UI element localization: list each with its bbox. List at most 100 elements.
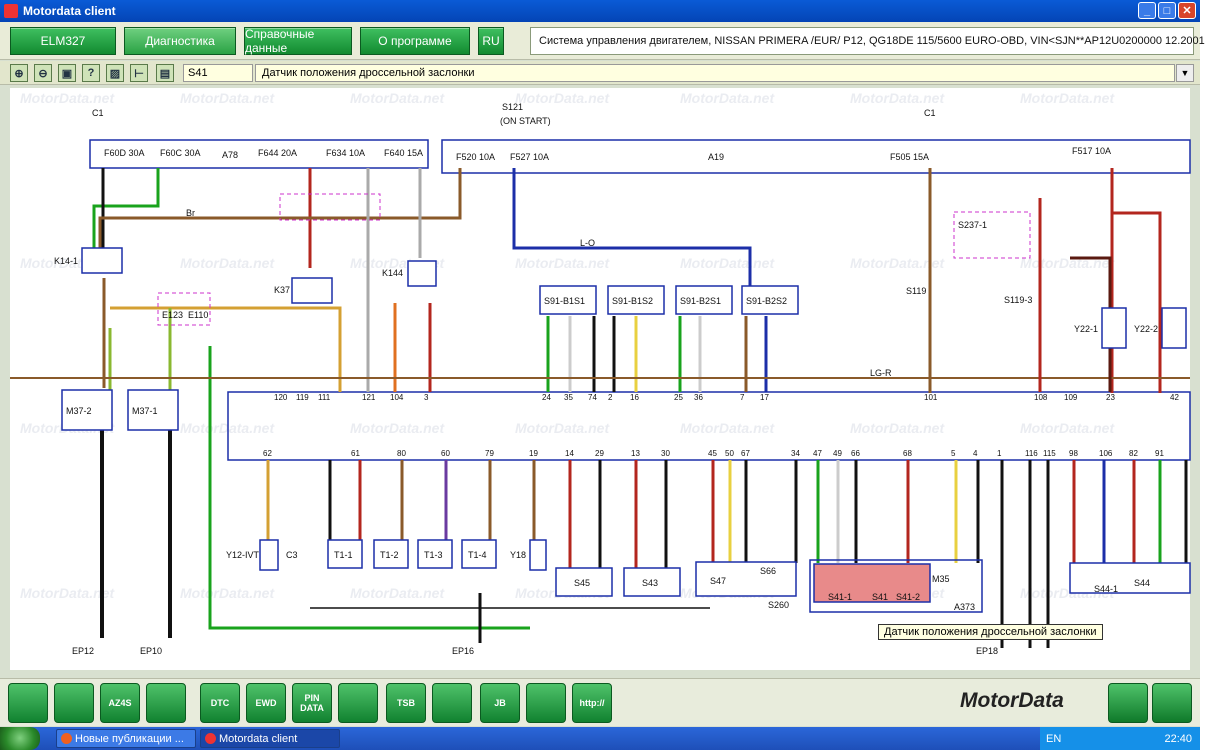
t1-2-box[interactable] [373, 539, 409, 569]
book-icon[interactable] [1152, 683, 1192, 723]
s260-box[interactable] [695, 561, 797, 597]
ecu-pin-top: 7 [740, 393, 745, 402]
ecu-pin-bottom: 4 [973, 449, 978, 458]
diagram-label-f640: F640 15A [384, 148, 423, 158]
pin-data-icon[interactable]: PIN DATA [292, 683, 332, 723]
ecu-pin-top: 104 [390, 393, 404, 402]
maximize-button[interactable]: □ [1158, 2, 1176, 19]
diagram-label-m37-2: M37-2 [66, 406, 92, 416]
k37-box[interactable] [291, 277, 333, 304]
taskbar-item-browser[interactable]: Новые публикации ... [56, 729, 196, 748]
ecu-pin-top: 2 [608, 393, 613, 402]
diagram-label-lgr: LG-R [870, 368, 892, 378]
taskbar-item-motordata[interactable]: Motordata client [200, 729, 340, 748]
watermark-text: MotorData.net [1020, 90, 1115, 106]
watermark-text: MotorData.net [850, 255, 945, 271]
diagram-label-f520: F520 10A [456, 152, 495, 162]
ecu-pin-top: 108 [1034, 393, 1048, 402]
diagnostics-button[interactable]: Диагностика [124, 27, 236, 55]
about-button[interactable]: О программе [360, 27, 470, 55]
diagram-label-f644: F644 20A [258, 148, 297, 158]
diagram-label-c1-right: C1 [924, 108, 936, 118]
y18-box[interactable] [529, 539, 547, 571]
manual-icon[interactable]: AZ4S [100, 683, 140, 723]
fit-icon[interactable]: ▣ [58, 64, 76, 82]
s91-b2s1-box[interactable] [675, 285, 733, 315]
component-name-field[interactable]: Датчик положения дроссельной заслонки [255, 64, 1175, 82]
zoom-in-icon[interactable]: ⊕ [10, 64, 28, 82]
grid-icon[interactable] [526, 683, 566, 723]
chevron-down-icon[interactable]: ▼ [1176, 64, 1194, 82]
handshake-icon[interactable] [54, 683, 94, 723]
watermark-text: MotorData.net [180, 90, 275, 106]
t1-3-box[interactable] [417, 539, 453, 569]
truck-icon[interactable] [432, 683, 472, 723]
diagram-label-lo: L-O [580, 238, 595, 248]
diagram-label-f60d: F60D 30A [104, 148, 145, 158]
diagram-label-s119: S119 [906, 286, 926, 296]
s91-b1s1-box[interactable] [539, 285, 597, 315]
http-icon[interactable]: http:// [572, 683, 612, 723]
ecu-pin-bottom: 13 [631, 449, 640, 458]
s45-box[interactable] [555, 567, 613, 597]
language-button[interactable]: RU [478, 27, 504, 55]
gear-icon[interactable] [146, 683, 186, 723]
ecu-pin-top: 74 [588, 393, 597, 402]
doc-icon[interactable] [338, 683, 378, 723]
connector-icon[interactable]: ⊢ [130, 64, 148, 82]
t1-4-box[interactable] [461, 539, 497, 569]
diagram-label-t1-3: T1-3 [424, 550, 443, 560]
watermark-text: MotorData.net [515, 420, 610, 436]
m37-2-box[interactable] [61, 389, 113, 431]
component-code-field[interactable]: S41 [183, 64, 253, 82]
close-button[interactable]: ✕ [1178, 2, 1196, 19]
k14-1-box[interactable] [81, 247, 123, 274]
watermark-text: MotorData.net [20, 585, 115, 601]
ecu-pin-bottom: 91 [1155, 449, 1164, 458]
ewd-icon[interactable]: EWD [246, 683, 286, 723]
color-icon[interactable]: ▨ [106, 64, 124, 82]
jb-icon[interactable]: JB [480, 683, 520, 723]
ecu-pin-bottom: 79 [485, 449, 494, 458]
help-icon[interactable]: ? [82, 64, 100, 82]
zoom-out-icon[interactable]: ⊖ [34, 64, 52, 82]
ecu-pin-bottom: 116 [1025, 449, 1038, 458]
s44-box[interactable] [1069, 562, 1191, 594]
s91-b1s2-box[interactable] [607, 285, 665, 315]
m37-1-box[interactable] [127, 389, 179, 431]
watermark-text: MotorData.net [850, 90, 945, 106]
k144-box[interactable] [407, 260, 437, 287]
diagram-label-s66: S66 [760, 566, 776, 576]
print-icon[interactable] [1108, 683, 1148, 723]
y12-box[interactable] [259, 539, 279, 571]
diagram-label-k144: K144 [382, 268, 403, 278]
home-icon[interactable] [8, 683, 48, 723]
y22-2-box[interactable] [1161, 307, 1187, 349]
ecu-pin-top: 119 [296, 393, 309, 402]
s91-b2s2-box[interactable] [741, 285, 799, 315]
language-indicator[interactable]: EN [1046, 732, 1062, 745]
tsb-icon[interactable]: TSB [386, 683, 426, 723]
diagram-label-t1-2: T1-2 [380, 550, 399, 560]
app-icon [4, 4, 18, 18]
taskbar-item-label: Новые публикации ... [75, 732, 184, 745]
legend-icon[interactable]: ▤ [156, 64, 174, 82]
minimize-button[interactable]: _ [1138, 2, 1156, 19]
elm327-button[interactable]: ELM327 [10, 27, 116, 55]
watermark-text: MotorData.net [180, 585, 275, 601]
s41-highlight[interactable] [813, 563, 931, 603]
start-button[interactable] [0, 727, 40, 750]
dtc-icon[interactable]: DTC [200, 683, 240, 723]
watermark-text: MotorData.net [515, 90, 610, 106]
t1-1-box[interactable] [327, 539, 363, 569]
ecu-pin-top: 24 [542, 393, 551, 402]
diagram-label-s121: S121 [502, 102, 523, 112]
ecu-pin-bottom: 106 [1099, 449, 1113, 458]
y22-1-box[interactable] [1101, 307, 1127, 349]
title-bar: Motordata client _ □ ✕ [0, 0, 1200, 22]
s43-box[interactable] [623, 567, 681, 597]
fuse-box-a19 [441, 139, 1191, 174]
reference-data-button[interactable]: Справочные данные [244, 27, 352, 55]
